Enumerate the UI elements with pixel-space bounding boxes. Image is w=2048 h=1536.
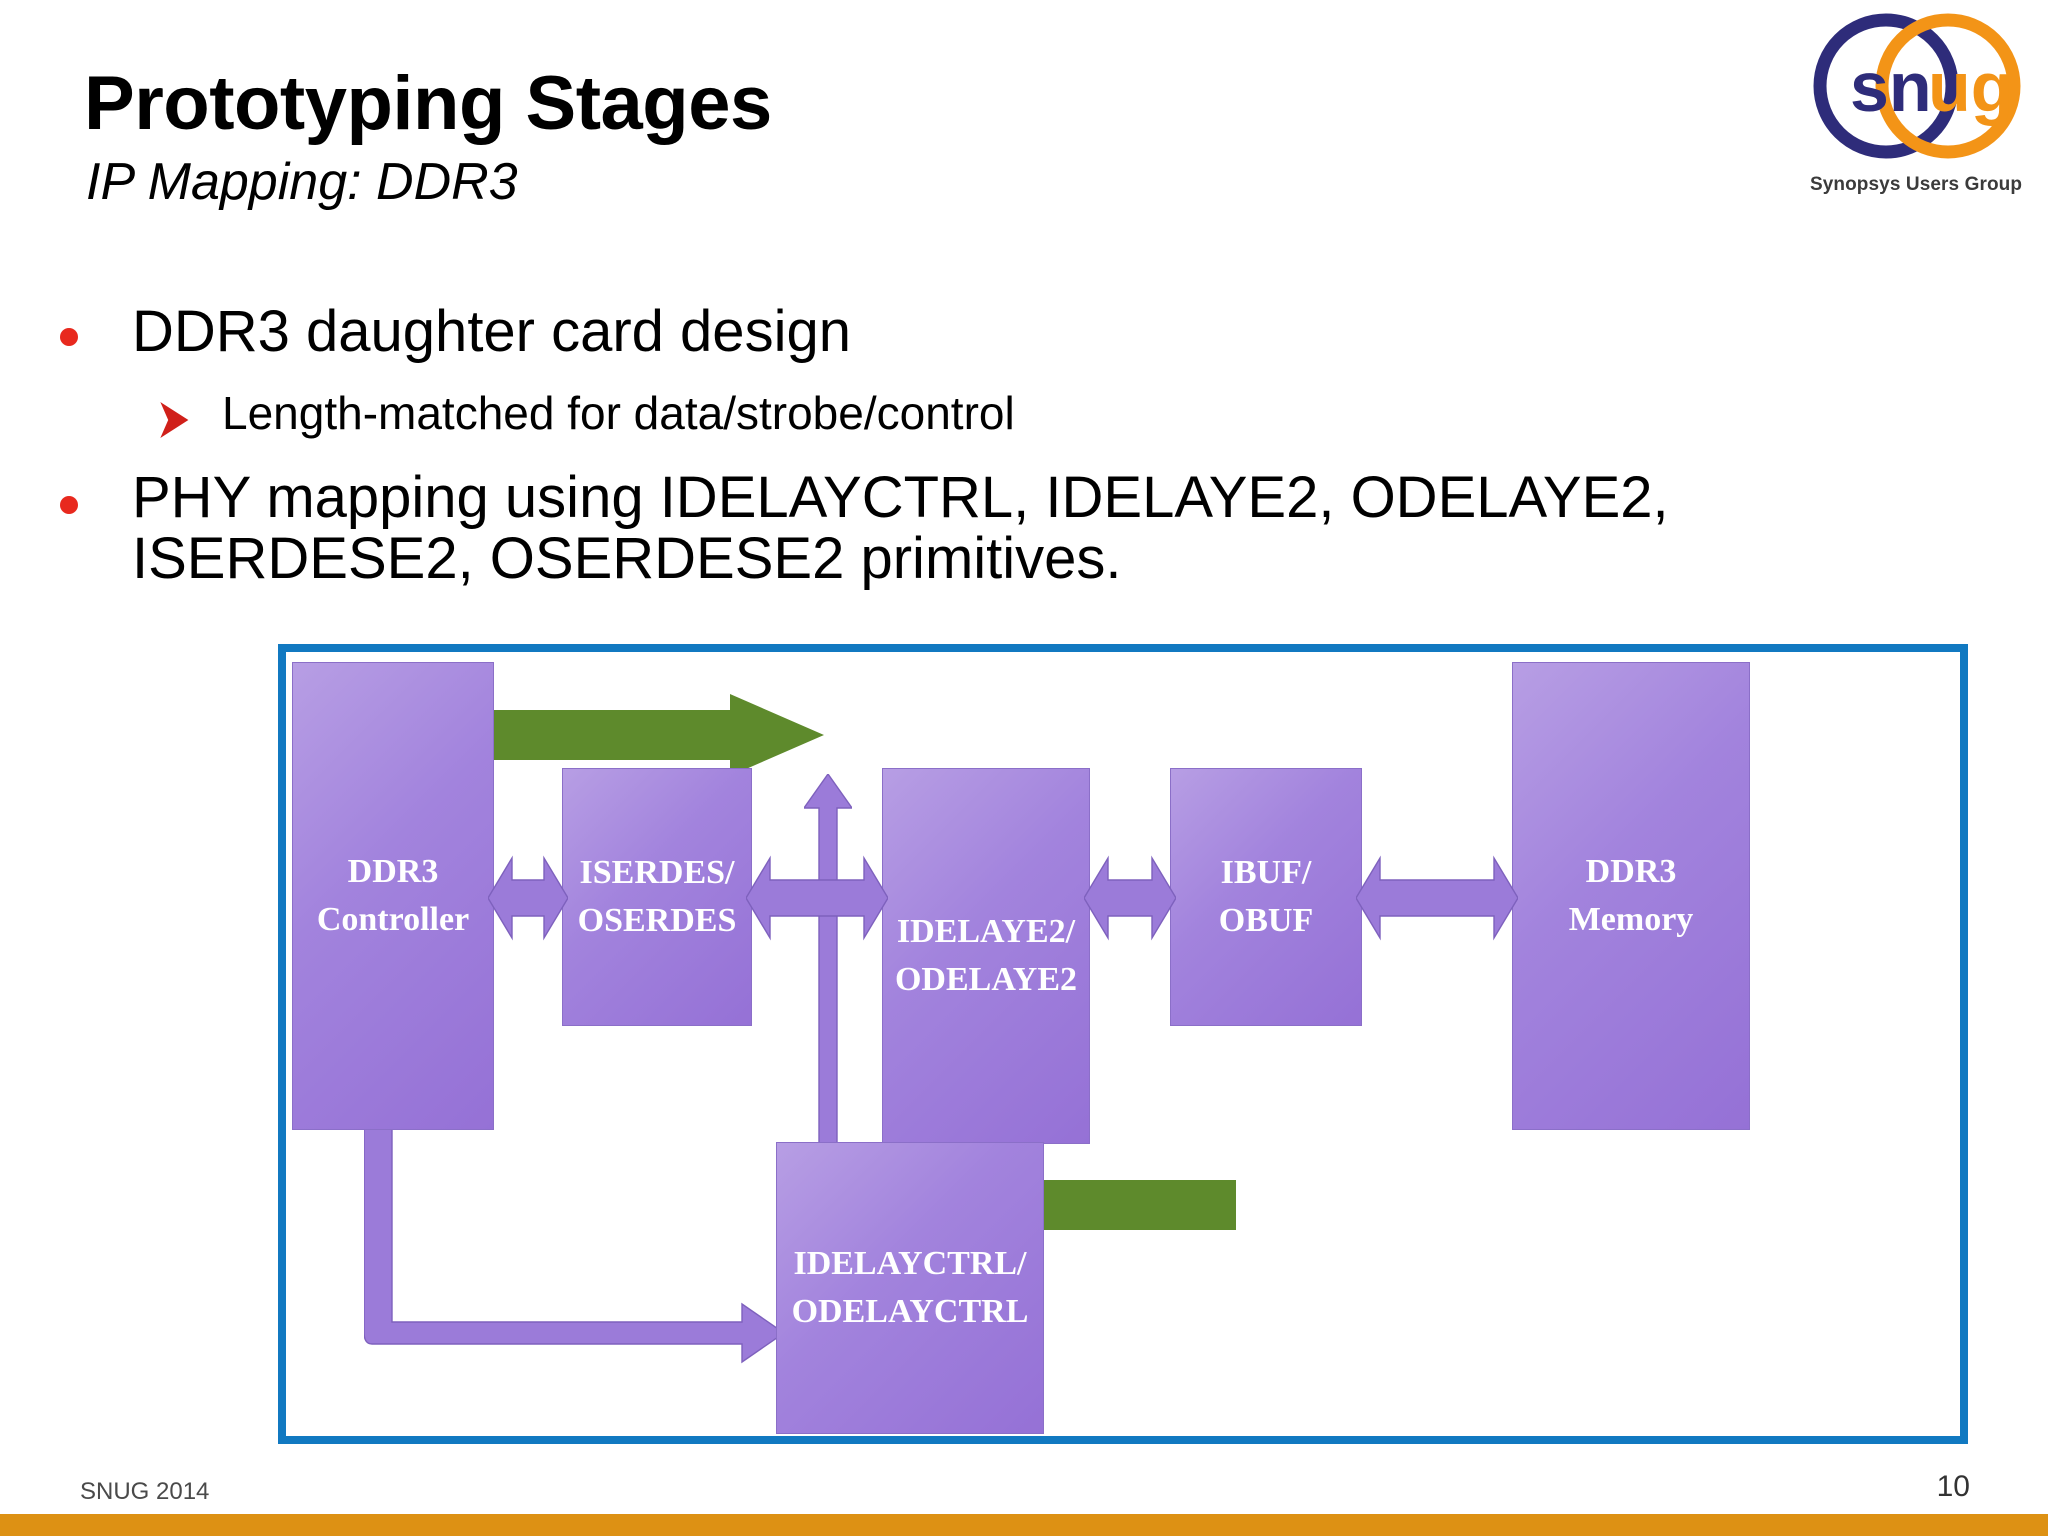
block-iserdes-oserdes-line2: OSERDES bbox=[577, 902, 737, 939]
conn-idelaye2-ibuf bbox=[1084, 854, 1176, 942]
block-ibuf-obuf-line1: IBUF/ bbox=[1220, 853, 1312, 891]
block-ddr3-controller-line2: Controller bbox=[316, 901, 470, 938]
ctrl-to-idelaye2-arrow bbox=[804, 774, 852, 1144]
conn-iserdes-idelaye2 bbox=[746, 854, 888, 942]
block-idelayctrl-odelayctrl-line1: IDELAYCTRL/ bbox=[793, 1244, 1027, 1282]
block-iserdes-oserdes[interactable]: ISERDES/ OSERDES bbox=[562, 768, 752, 1026]
bullet-3-line-2: ISERDESE2, OSERDESE2 primitives. bbox=[132, 525, 1122, 591]
logo-text-ug: ug bbox=[1928, 48, 2014, 126]
conn-ibuf-memory bbox=[1356, 854, 1518, 942]
bullet-2-label: Length-matched for data/strobe/control bbox=[222, 387, 1015, 439]
diagram-frame: DDR3 Controller ISERDES/ OSERDES IDELAYE… bbox=[278, 644, 1968, 1444]
bullet-1-label: DDR3 daughter card design bbox=[132, 299, 851, 364]
logo-caption: Synopsys Users Group bbox=[1809, 174, 2023, 195]
footer-accent-bar bbox=[0, 1514, 2048, 1536]
red-arrow-bullet-icon bbox=[160, 402, 190, 438]
write-path-arrow bbox=[484, 694, 824, 776]
bullet-3-line-1: PHY mapping using IDELAYCTRL, IDELAYE2, … bbox=[132, 465, 1669, 530]
bullet-item-1: DDR3 daughter card design bbox=[60, 299, 851, 365]
snug-logo: sn ug Synopsys Users Group bbox=[1798, 8, 2034, 208]
bullet-item-2: Length-matched for data/strobe/control bbox=[160, 387, 1015, 440]
block-idelayctrl-odelayctrl-line2: ODELAYCTRL bbox=[791, 1293, 1029, 1330]
red-dot-bullet-icon bbox=[60, 496, 78, 514]
red-dot-bullet-icon bbox=[60, 328, 78, 346]
page-title: Prototyping Stages bbox=[84, 61, 772, 146]
block-idelaye2-odelaye2-line2: ODELAYE2 bbox=[894, 961, 1078, 998]
block-ddr3-controller-line1: DDR3 bbox=[347, 852, 439, 890]
bullet-3-label: PHY mapping using IDELAYCTRL, IDELAYE2, … bbox=[132, 465, 1669, 591]
page-subtitle: IP Mapping: DDR3 bbox=[86, 153, 518, 211]
block-ddr3-memory-line1: DDR3 bbox=[1585, 852, 1677, 890]
block-idelayctrl-odelayctrl[interactable]: IDELAYCTRL/ ODELAYCTRL bbox=[776, 1142, 1044, 1434]
page-number-label: 10 bbox=[1936, 1470, 1970, 1503]
bullet-item-3: PHY mapping using IDELAYCTRL, IDELAYE2, … bbox=[60, 465, 1669, 591]
logo-text-sn: sn bbox=[1850, 48, 1932, 126]
block-ibuf-obuf[interactable]: IBUF/ OBUF bbox=[1170, 768, 1362, 1026]
block-ddr3-memory-line2: Memory bbox=[1568, 901, 1694, 938]
block-iserdes-oserdes-line1: ISERDES/ bbox=[579, 853, 735, 891]
block-ddr3-memory[interactable]: DDR3 Memory bbox=[1512, 662, 1750, 1130]
conn-controller-iserdes bbox=[488, 854, 568, 942]
block-ibuf-obuf-line2: OBUF bbox=[1218, 902, 1314, 939]
block-idelaye2-odelaye2[interactable]: IDELAYE2/ ODELAYE2 bbox=[882, 768, 1090, 1144]
block-idelaye2-odelaye2-line1: IDELAYE2/ bbox=[896, 912, 1076, 950]
footer-left-label: SNUG 2014 bbox=[80, 1478, 210, 1505]
block-ddr3-controller[interactable]: DDR3 Controller bbox=[292, 662, 494, 1130]
